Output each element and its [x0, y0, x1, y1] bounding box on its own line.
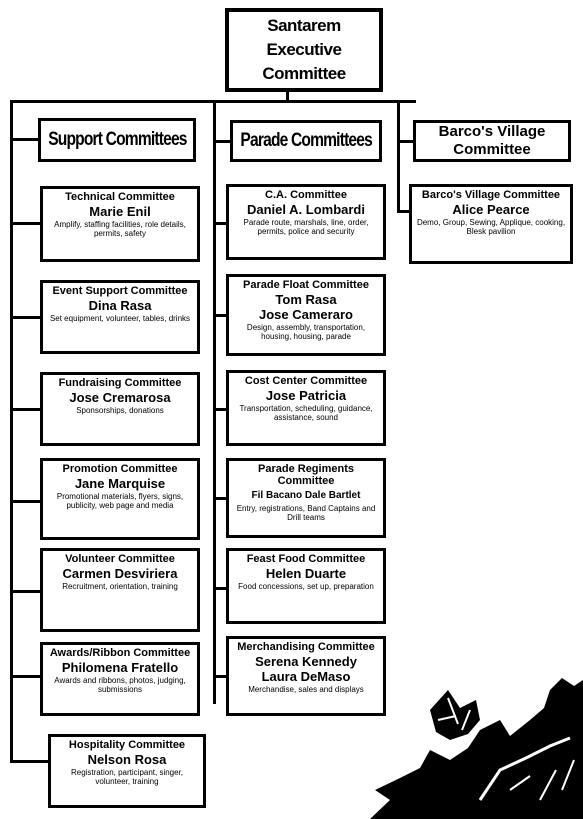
committee-chair: Daniel A. Lombardi [247, 202, 365, 217]
parade-card: Cost Center Committee Jose Patricia Tran… [226, 370, 386, 446]
parade-connector-5 [213, 587, 226, 590]
parade-committees-header: Parade Committees [230, 120, 382, 162]
barcos-header-connector [397, 140, 413, 143]
committee-duties: Transportation, scheduling, guidance, as… [239, 404, 373, 422]
parade-card: Feast Food Committee Helen Duarte Food c… [226, 548, 386, 624]
committee-duties: Registration, participant, singer, volun… [70, 768, 184, 786]
committee-name: Parade Float Committee [243, 279, 369, 291]
committee-chair: Alice Pearce [452, 202, 530, 217]
parade-connector-1 [213, 222, 226, 225]
exec-stem-line [286, 90, 289, 102]
committee-duties: Awards and ribbons, photos, judging, sub… [54, 676, 186, 694]
committee-chair: Jose Patricia [265, 388, 347, 403]
support-card: Event Support Committee Dina Rasa Set eq… [40, 280, 200, 354]
committee-chair: Helen Duarte [265, 566, 347, 581]
parade-card: Parade Float Committee Tom Rasa Jose Cam… [226, 274, 386, 356]
committee-duties: Entry, registrations, Band Captains and … [236, 504, 376, 522]
support-card: Fundraising Committee Jose Cremarosa Spo… [40, 372, 200, 446]
committee-name: Volunteer Committee [65, 553, 175, 565]
barcos-card-connector [397, 210, 409, 213]
parade-header-connector [213, 140, 230, 143]
support-connector-3 [10, 408, 40, 411]
committee-chair: Serena Kennedy Laura DeMaso [255, 654, 357, 684]
parade-connector-4 [213, 497, 226, 500]
support-trunk-line [10, 100, 13, 762]
committee-duties: Demo, Group, Sewing, Applique, cooking, … [416, 218, 566, 236]
parade-connector-6 [213, 675, 226, 678]
support-committees-header: Support Committees [38, 118, 196, 162]
support-card: Hospitality Committee Nelson Rosa Regist… [48, 734, 206, 808]
committee-name: C.A. Committee [265, 189, 347, 201]
committee-name: Cost Center Committee [244, 375, 368, 387]
support-connector-6 [10, 675, 40, 678]
executive-committee-title: Santarem Executive Committee [262, 16, 346, 83]
support-card: Technical Committee Marie Enil Amplify, … [40, 186, 200, 262]
support-connector-7 [10, 760, 48, 763]
committee-duties: Amplify, staffing facilities, role detai… [54, 220, 186, 238]
committee-chair: Jane Marquise [74, 476, 166, 491]
barcos-trunk-line [397, 100, 400, 212]
committee-duties: Recruitment, orientation, training [62, 582, 178, 591]
support-card: Awards/Ribbon Committee Philomena Fratel… [40, 642, 200, 716]
committee-chair: Carmen Desviriera [62, 566, 178, 581]
committee-duties: Sponsorships, donations [76, 406, 164, 415]
barcos-village-card: Barco's Village Committee Alice Pearce D… [409, 184, 573, 264]
committee-chair: Philomena Fratello [61, 660, 179, 675]
parade-committees-title: Parade Committees [240, 130, 372, 151]
grape-leaf-illustration [370, 678, 583, 819]
parade-card: Merchandising Committee Serena Kennedy L… [226, 636, 386, 716]
support-connector-2 [10, 316, 40, 319]
committee-name: Promotion Committee [62, 463, 178, 475]
committee-chair: Dina Rasa [88, 298, 152, 313]
committee-name: Awards/Ribbon Committee [49, 647, 191, 659]
parade-card: Parade Regiments Committee Fil Bacano Da… [226, 458, 386, 538]
committee-chair: Marie Enil [89, 204, 151, 219]
committee-name: Barco's Village Committee [421, 189, 561, 201]
executive-committee-box: Santarem Executive Committee [225, 8, 383, 92]
support-header-connector [10, 138, 40, 141]
committee-duties: Set equipment, volunteer, tables, drinks [49, 314, 191, 323]
support-connector-5 [10, 590, 40, 593]
support-connector-4 [10, 500, 40, 503]
committee-name: Parade Regiments Committee [258, 463, 354, 487]
parade-connector-2 [213, 314, 226, 317]
barcos-village-title: Barco's Village Committee [438, 123, 546, 158]
parade-trunk-line [213, 100, 216, 704]
committee-name: Event Support Committee [52, 285, 188, 297]
support-committees-title: Support Committees [47, 129, 187, 150]
parade-card: C.A. Committee Daniel A. Lombardi Parade… [226, 184, 386, 260]
barcos-village-header: Barco's Village Committee [413, 120, 571, 162]
support-card: Volunteer Committee Carmen Desviriera Re… [40, 548, 200, 632]
support-connector-1 [10, 222, 40, 225]
committee-duties: Design, assembly, transportation, housin… [246, 323, 366, 341]
committee-chair: Nelson Rosa [87, 752, 167, 767]
committee-name: Fundraising Committee [58, 377, 182, 389]
committee-chair: Fil Bacano Dale Bartlet [251, 490, 361, 501]
committee-chair: Jose Cremarosa [69, 390, 171, 405]
committee-chair: Tom Rasa Jose Cameraro [259, 292, 353, 322]
committee-duties: Merchandise, sales and displays [248, 685, 364, 694]
committee-name: Technical Committee [65, 191, 175, 203]
committee-name: Feast Food Committee [246, 553, 366, 565]
committee-duties: Parade route, marshals, line, order, per… [243, 218, 369, 236]
committee-name: Merchandising Committee [237, 641, 375, 653]
committee-duties: Food concessions, set up, preparation [238, 582, 374, 591]
parade-connector-3 [213, 408, 226, 411]
support-card: Promotion Committee Jane Marquise Promot… [40, 458, 200, 540]
committee-name: Hospitality Committee [68, 739, 186, 751]
committee-duties: Promotional materials, flyers, signs, pu… [56, 492, 184, 510]
